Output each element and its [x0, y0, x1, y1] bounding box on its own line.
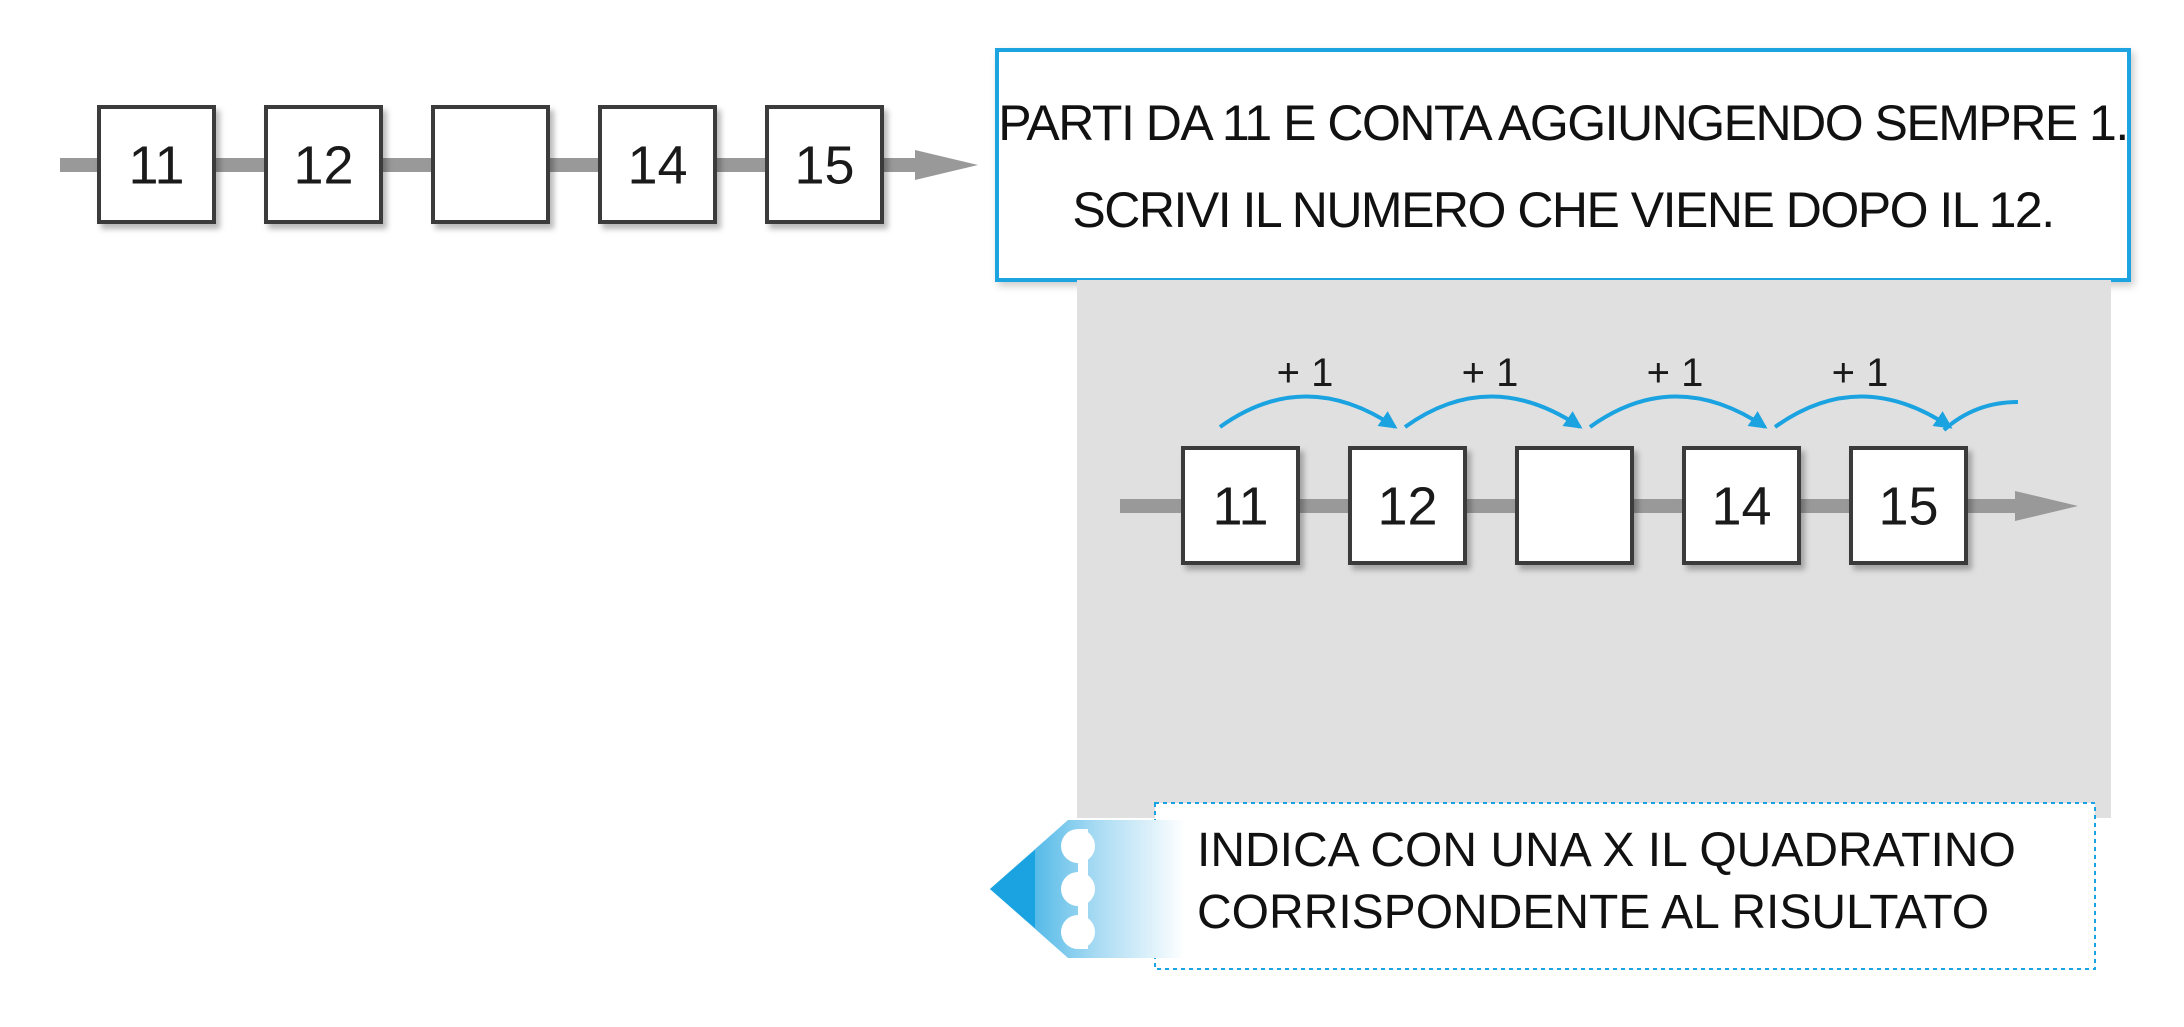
top-box-3[interactable]: [431, 105, 550, 224]
top-box-number: 15: [794, 136, 854, 196]
hint-step-arcs: + 1 + 1 + 1 + 1: [1218, 351, 2019, 432]
hint-box-5: 15: [1849, 446, 1968, 565]
hint-sequence-boxes: 11 12 14 15: [1181, 446, 1968, 565]
question-line-2: SCRIVI IL NUMERO CHE VIENE DOPO IL 12.: [1072, 182, 2053, 238]
hint-box-number: 14: [1711, 477, 1771, 537]
top-box-number: 11: [128, 136, 184, 196]
question-box: PARTI DA 11 E CONTA AGGIUNGENDO SEMPRE 1…: [995, 48, 2131, 282]
top-line-arrowhead: [915, 150, 978, 180]
pencil-scallops: [1061, 829, 1095, 949]
top-box-2: 12: [264, 105, 383, 224]
question-line-1: PARTI DA 11 E CONTA AGGIUNGENDO SEMPRE 1…: [998, 95, 2128, 151]
hint-box-1: 11: [1181, 446, 1300, 565]
hint-box-4: 14: [1682, 446, 1801, 565]
top-box-frame: [431, 105, 550, 224]
step-arc-continuation: [1942, 400, 2019, 432]
step-arc-4: [1773, 394, 1953, 429]
hint-box-frame: [1515, 446, 1634, 565]
hint-box-number: 11: [1212, 477, 1268, 537]
top-number-line: 11 12 14 15: [60, 105, 978, 224]
top-box-1: 11: [97, 105, 216, 224]
step-label-3: + 1: [1647, 351, 1704, 395]
hint-box-frame: [1181, 446, 1300, 565]
instruction-banner: INDICA CON UNA X IL QUADRATINO CORRISPON…: [990, 802, 2096, 970]
question-box-frame: [995, 48, 2131, 282]
step-label-2: + 1: [1462, 351, 1519, 395]
instruction-line-2: CORRISPONDENTE AL RISULTATO: [1197, 886, 1989, 939]
hint-box-frame: [1348, 446, 1467, 565]
hint-panel: + 1 + 1 + 1 + 1 11 12 14 15: [1077, 280, 2111, 818]
top-sequence-boxes: 11 12 14 15: [97, 105, 884, 224]
top-box-frame: [598, 105, 717, 224]
top-box-number: 14: [627, 136, 687, 196]
step-label-1: + 1: [1277, 351, 1334, 395]
hint-line-arrowhead: [2015, 491, 2078, 521]
step-label-4: + 1: [1832, 351, 1889, 395]
top-box-4: 14: [598, 105, 717, 224]
top-box-frame: [264, 105, 383, 224]
hint-box-number: 12: [1377, 477, 1437, 537]
top-box-5: 15: [765, 105, 884, 224]
top-box-number: 12: [293, 136, 353, 196]
hint-box-frame: [1682, 446, 1801, 565]
top-box-frame: [765, 105, 884, 224]
step-arc-2: [1403, 394, 1583, 429]
hint-box-2: 12: [1348, 446, 1467, 565]
step-arc-1: [1218, 394, 1398, 429]
hint-box-number: 15: [1878, 477, 1938, 537]
hint-box-3[interactable]: [1515, 446, 1634, 565]
pencil-icon: [990, 820, 1185, 958]
pencil-tip: [990, 850, 1035, 928]
instruction-line-1: INDICA CON UNA X IL QUADRATINO: [1197, 824, 2016, 877]
hint-box-frame: [1849, 446, 1968, 565]
step-arc-3: [1588, 394, 1768, 429]
top-box-frame: [97, 105, 216, 224]
